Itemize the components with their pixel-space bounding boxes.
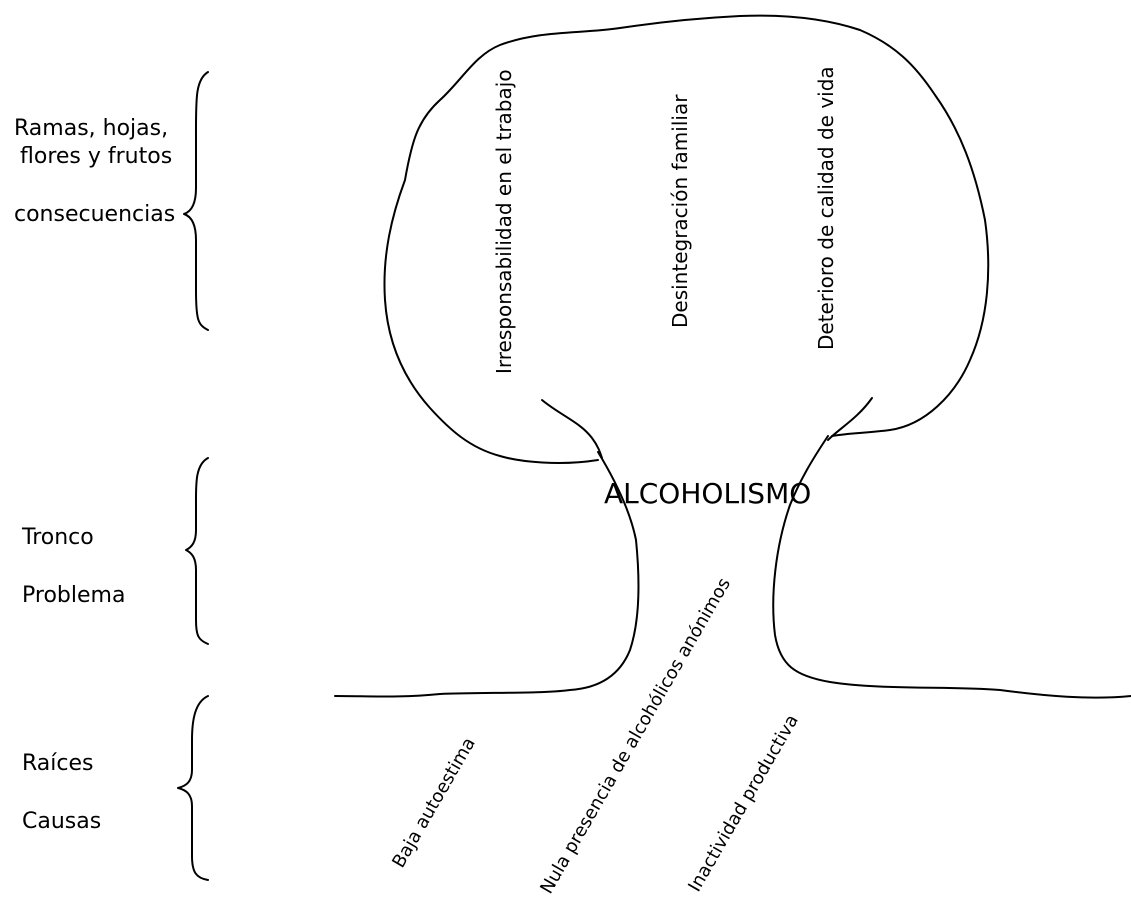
- bracket-trunk: [185, 457, 209, 645]
- bracket-roots: [177, 695, 209, 881]
- crown-label-line2: flores y frutos: [20, 144, 173, 169]
- tree-crown-outline: [383, 14, 990, 464]
- consequence-label: Irresponsabilidad en el trabajo: [492, 69, 516, 374]
- tree-trunk-right: [772, 435, 1131, 699]
- trunk-label-line2: Problema: [22, 583, 126, 608]
- tree-branch-right: [827, 397, 873, 441]
- roots-label-line1: Raíces: [22, 751, 94, 776]
- crown-label-line1: Ramas, hojas,: [14, 116, 169, 141]
- bracket-crown: [183, 71, 209, 331]
- roots-label-line2: Causas: [22, 809, 102, 834]
- tree-branch-left: [541, 399, 603, 459]
- consequence-label: Desintegración familiar: [668, 94, 692, 328]
- problem-label: ALCOHOLISMO: [604, 477, 812, 510]
- tree-trunk-left: [334, 451, 640, 698]
- trunk-label-line1: Tronco: [22, 525, 94, 550]
- consequence-label: Deterioro de calidad de vida: [814, 66, 838, 350]
- crown-label-line3: consecuencias: [14, 202, 176, 227]
